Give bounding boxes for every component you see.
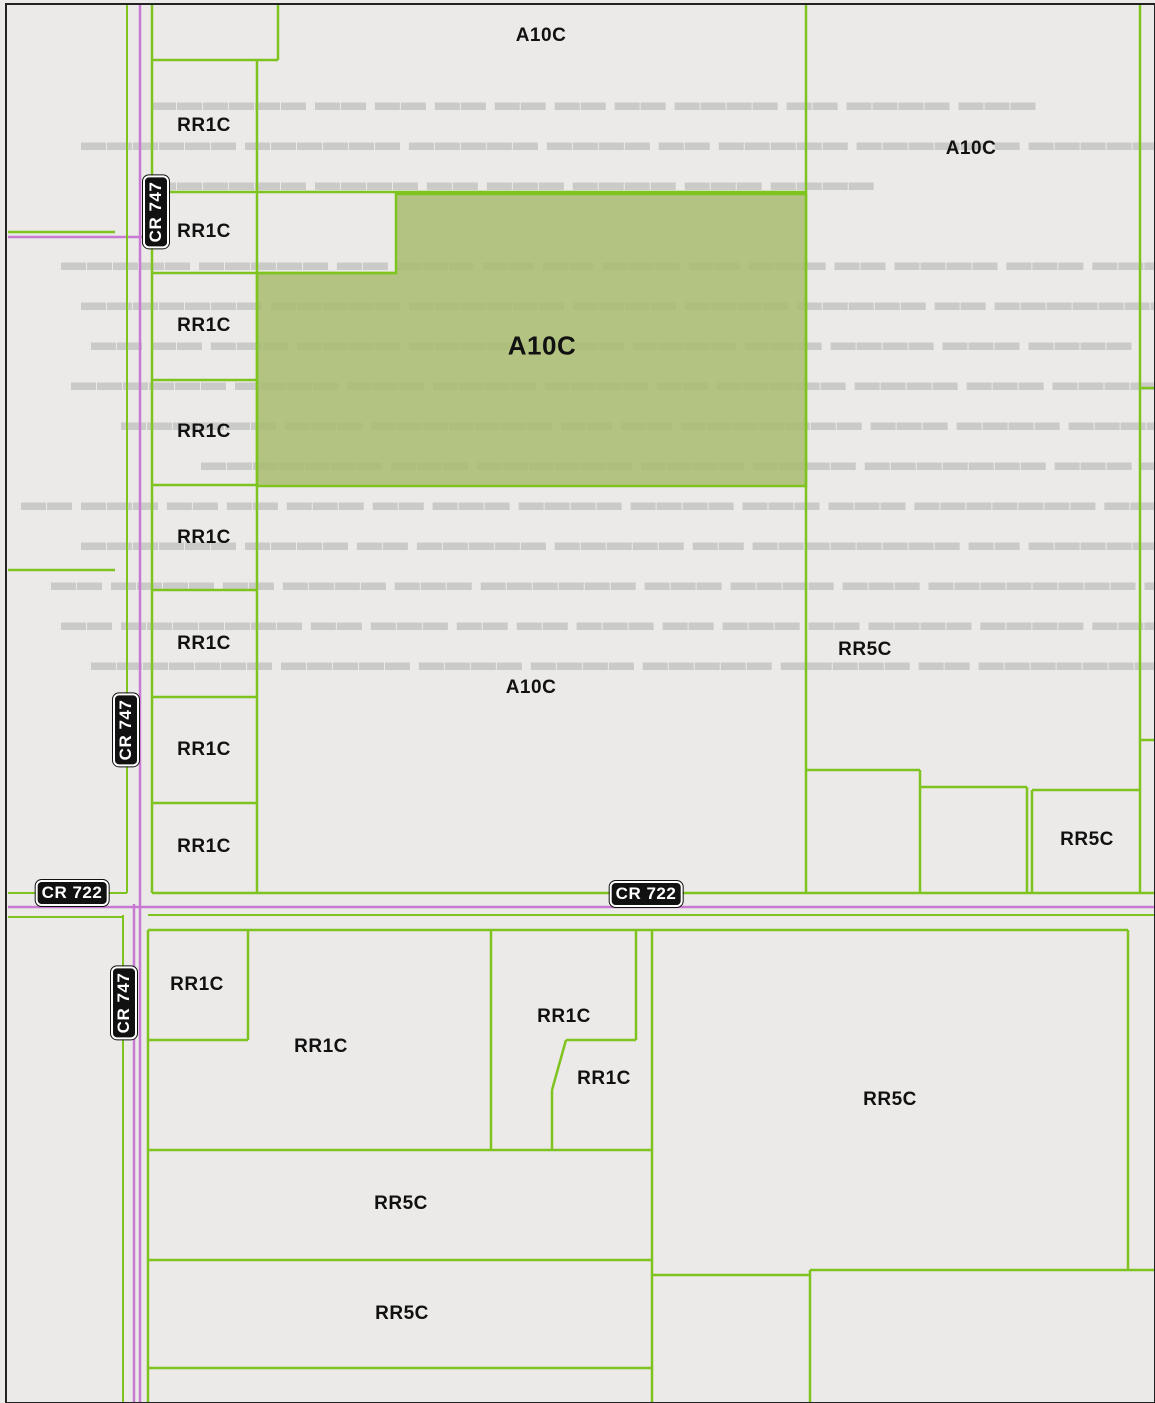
zone-label: A10C	[505, 677, 557, 698]
zone-label: RR1C	[577, 1068, 631, 1089]
zone-label: RR1C	[537, 1006, 591, 1027]
zone-label: RR1C	[177, 421, 231, 442]
zone-label: A10C	[515, 25, 567, 46]
zone-label: RR1C	[177, 739, 231, 760]
zone-label: RR1C	[177, 527, 231, 548]
zone-label: RR1C	[177, 633, 231, 654]
zone-label: RR1C	[177, 836, 231, 857]
zone-label: RR1C	[177, 221, 231, 242]
zone-label: RR1C	[294, 1036, 348, 1057]
road-shield-cr747-south: CR 747	[110, 963, 138, 1043]
zone-label: RR5C	[375, 1303, 429, 1324]
zone-label: RR1C	[170, 974, 224, 995]
zone-label: RR1C	[177, 115, 231, 136]
road-shield-cr747-mid: CR 747	[112, 690, 140, 770]
zone-label: RR5C	[838, 639, 892, 660]
zone-label: A10C	[945, 138, 997, 159]
zone-label: RR5C	[374, 1193, 428, 1214]
map-frame	[5, 3, 1155, 1403]
road-shield-cr722-west: CR 722	[34, 879, 110, 907]
zone-label: RR5C	[1060, 829, 1114, 850]
road-shield-cr747-north: CR 747	[142, 172, 170, 252]
subject-parcel-zone-label: A10C	[507, 330, 577, 361]
zone-label: RR5C	[863, 1089, 917, 1110]
zone-label: RR1C	[177, 315, 231, 336]
road-shield-cr722-center: CR 722	[608, 880, 684, 908]
